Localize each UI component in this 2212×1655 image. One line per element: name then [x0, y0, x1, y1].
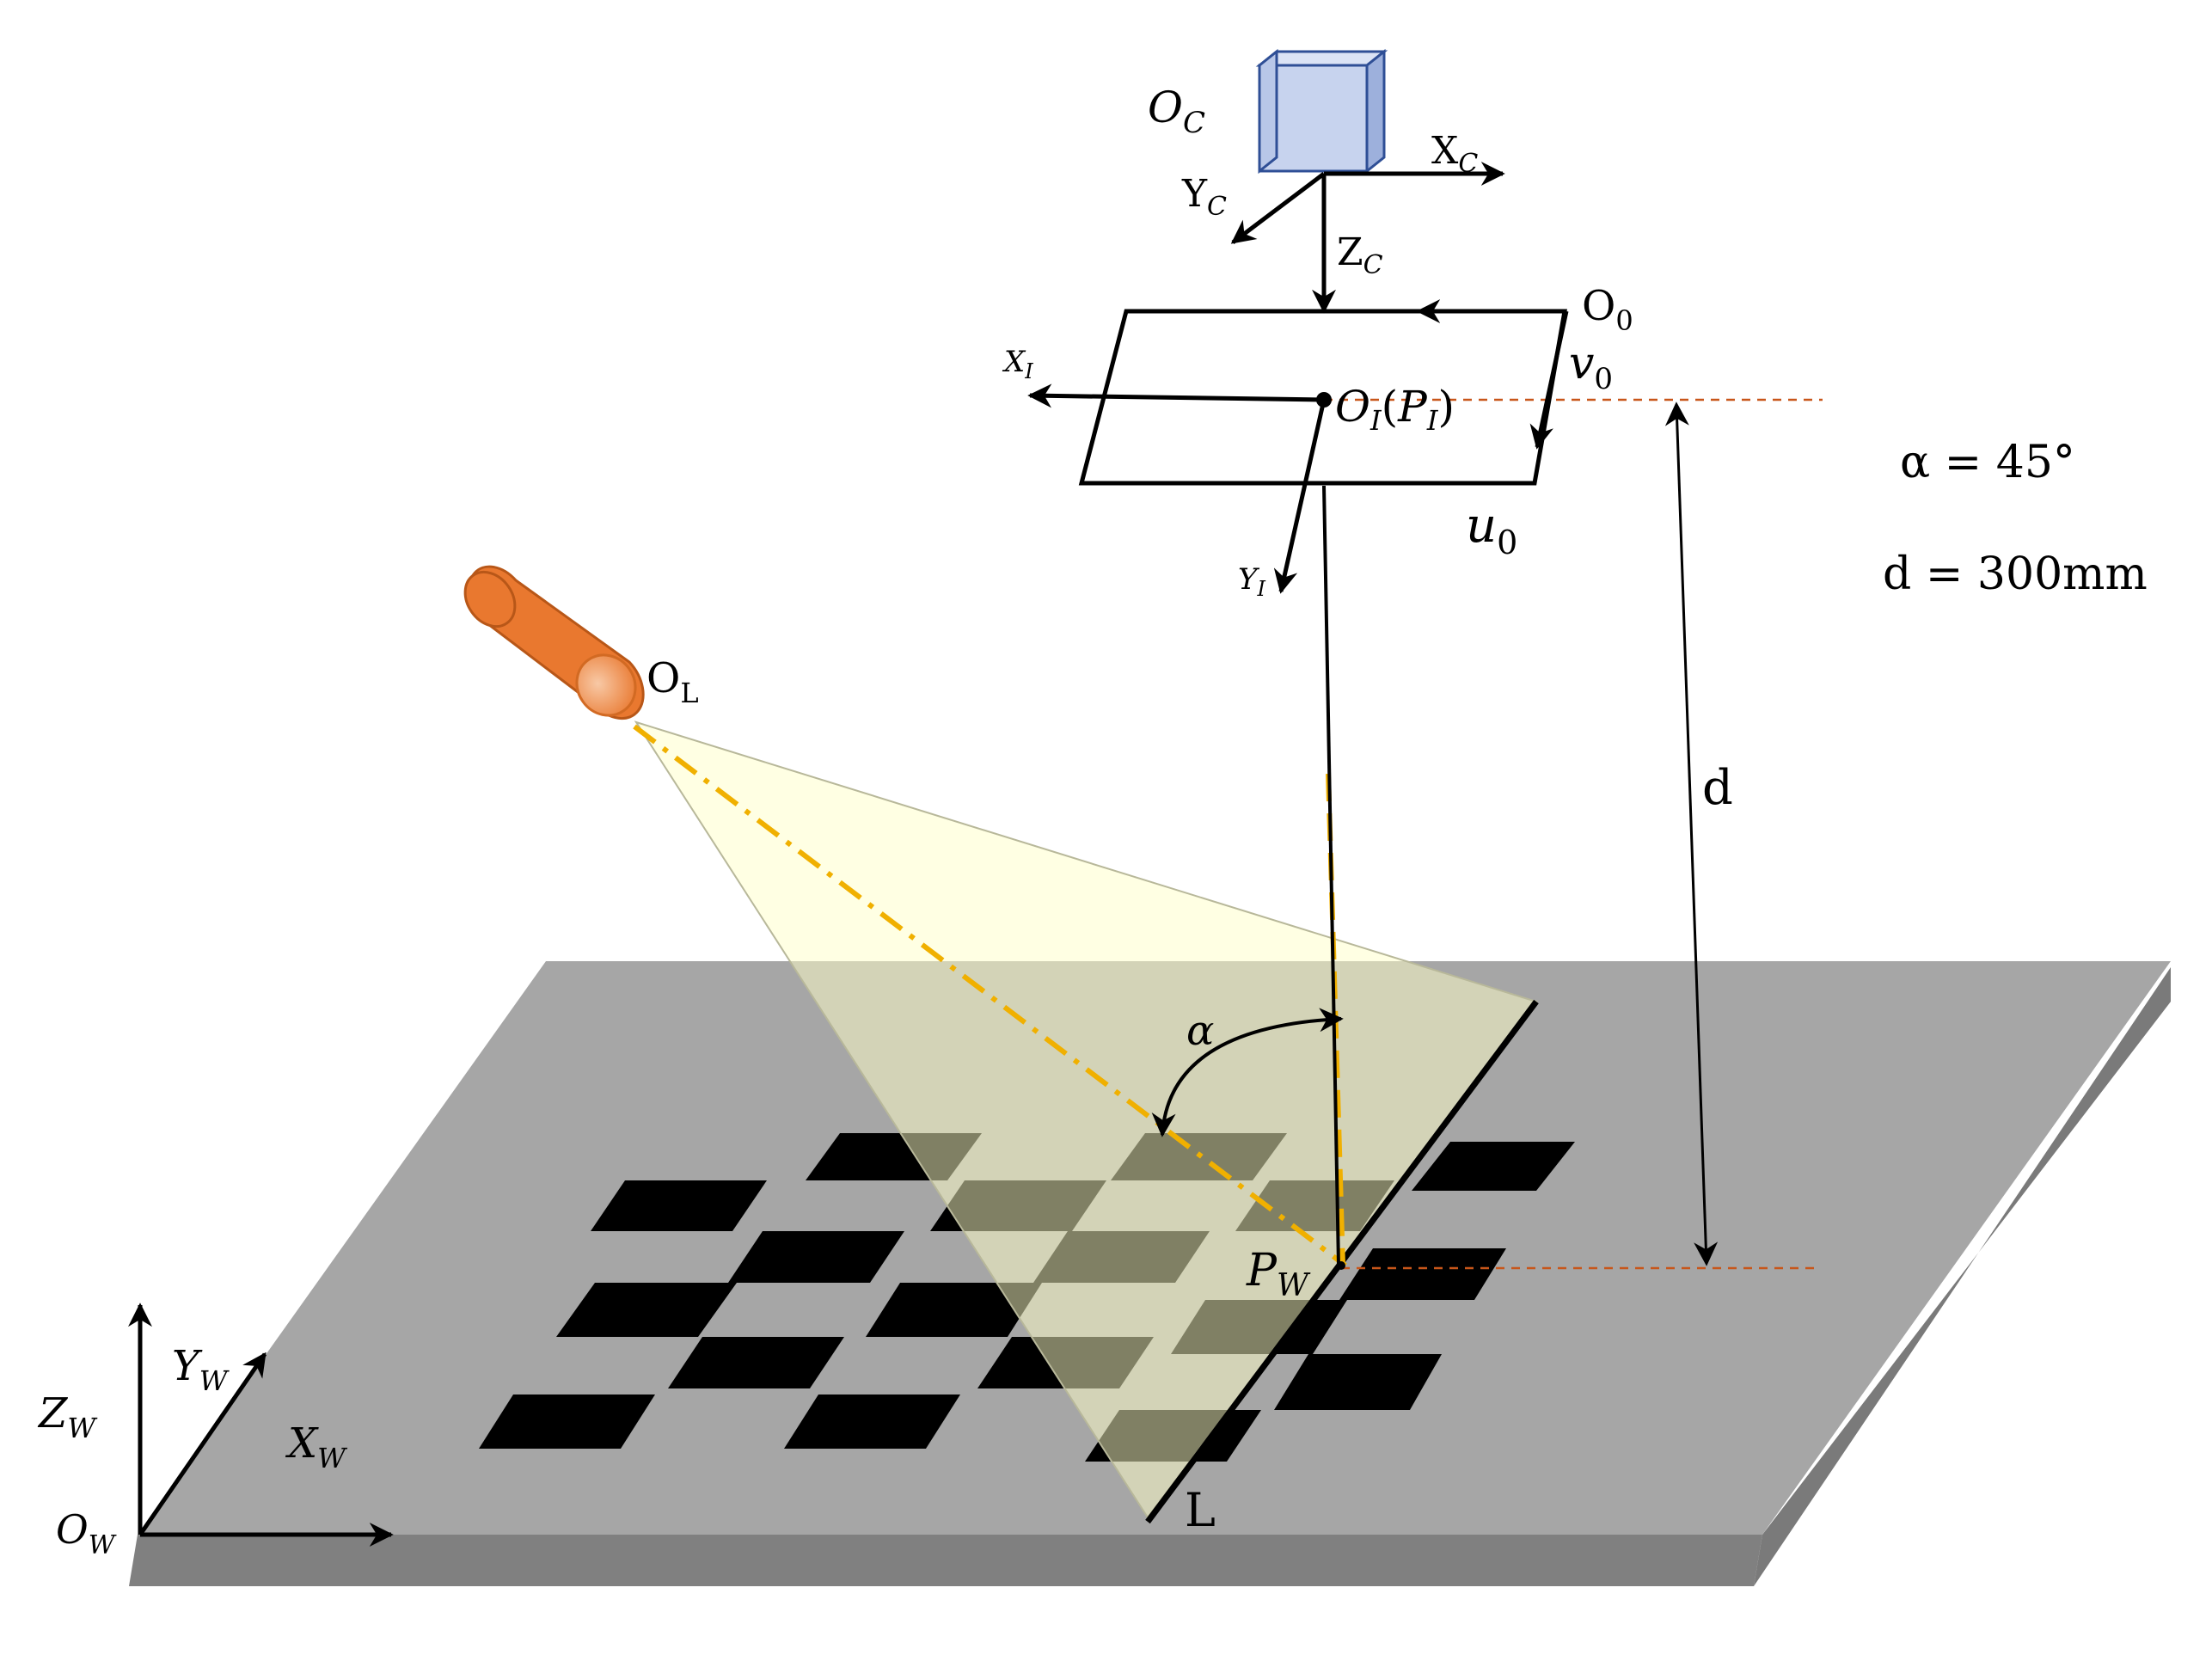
label-camera-origin: OC	[1148, 83, 1205, 140]
checker-square	[591, 1180, 767, 1231]
checker-square	[668, 1337, 844, 1388]
parameter-alpha: α = 45°	[1900, 437, 2075, 488]
label-camera-z: ZC	[1337, 230, 1383, 280]
image-v-axis	[1529, 310, 1569, 450]
label-image-x: XI	[1002, 345, 1033, 383]
checker-square	[1339, 1248, 1506, 1300]
laser-central-ray	[633, 724, 1347, 1268]
image-y-axis	[1273, 399, 1327, 594]
camera-y-axis	[1230, 172, 1326, 244]
distance-arrow	[1664, 401, 1719, 1266]
checker-square	[1274, 1354, 1442, 1410]
label-image-center: OI(PI)	[1335, 382, 1455, 437]
world-point-marker	[1337, 1261, 1345, 1270]
image-x-axis	[1027, 383, 1325, 408]
laser-cylinder-icon	[463, 565, 645, 720]
label-angle-alpha: α	[1186, 1007, 1214, 1055]
label-world-point: PW	[1246, 1245, 1311, 1303]
label-world-x: XW	[285, 1419, 348, 1474]
label-distance-d: d	[1702, 760, 1733, 816]
checker-square	[556, 1283, 737, 1337]
label-image-origin-o0: O0	[1582, 282, 1633, 337]
checker-square	[479, 1394, 655, 1449]
parameter-distance: d = 300mm	[1883, 549, 2148, 600]
checker-square	[1412, 1142, 1575, 1191]
camera-cube-icon	[1255, 48, 1388, 175]
label-v0: v0	[1569, 338, 1613, 396]
label-camera-x: XC	[1431, 129, 1478, 179]
label-camera-y: YC	[1181, 172, 1227, 222]
label-laser-origin: OL	[646, 654, 699, 709]
plate-front-face	[129, 1535, 1762, 1586]
checker-square	[866, 1283, 1042, 1337]
label-world-origin: OW	[56, 1506, 117, 1560]
plate-side-face	[1754, 967, 2171, 1586]
checker-square	[728, 1231, 904, 1283]
label-laser-line: L	[1185, 1483, 1216, 1537]
label-world-z: ZW	[37, 1389, 98, 1444]
label-world-y: YW	[172, 1342, 230, 1397]
label-u0: u0	[1466, 498, 1517, 561]
image-center-point	[1316, 392, 1332, 408]
world-y-axis	[138, 1352, 267, 1536]
angle-alpha-arc	[1151, 1008, 1344, 1137]
label-image-y: YI	[1238, 562, 1265, 601]
checker-square	[784, 1394, 960, 1449]
